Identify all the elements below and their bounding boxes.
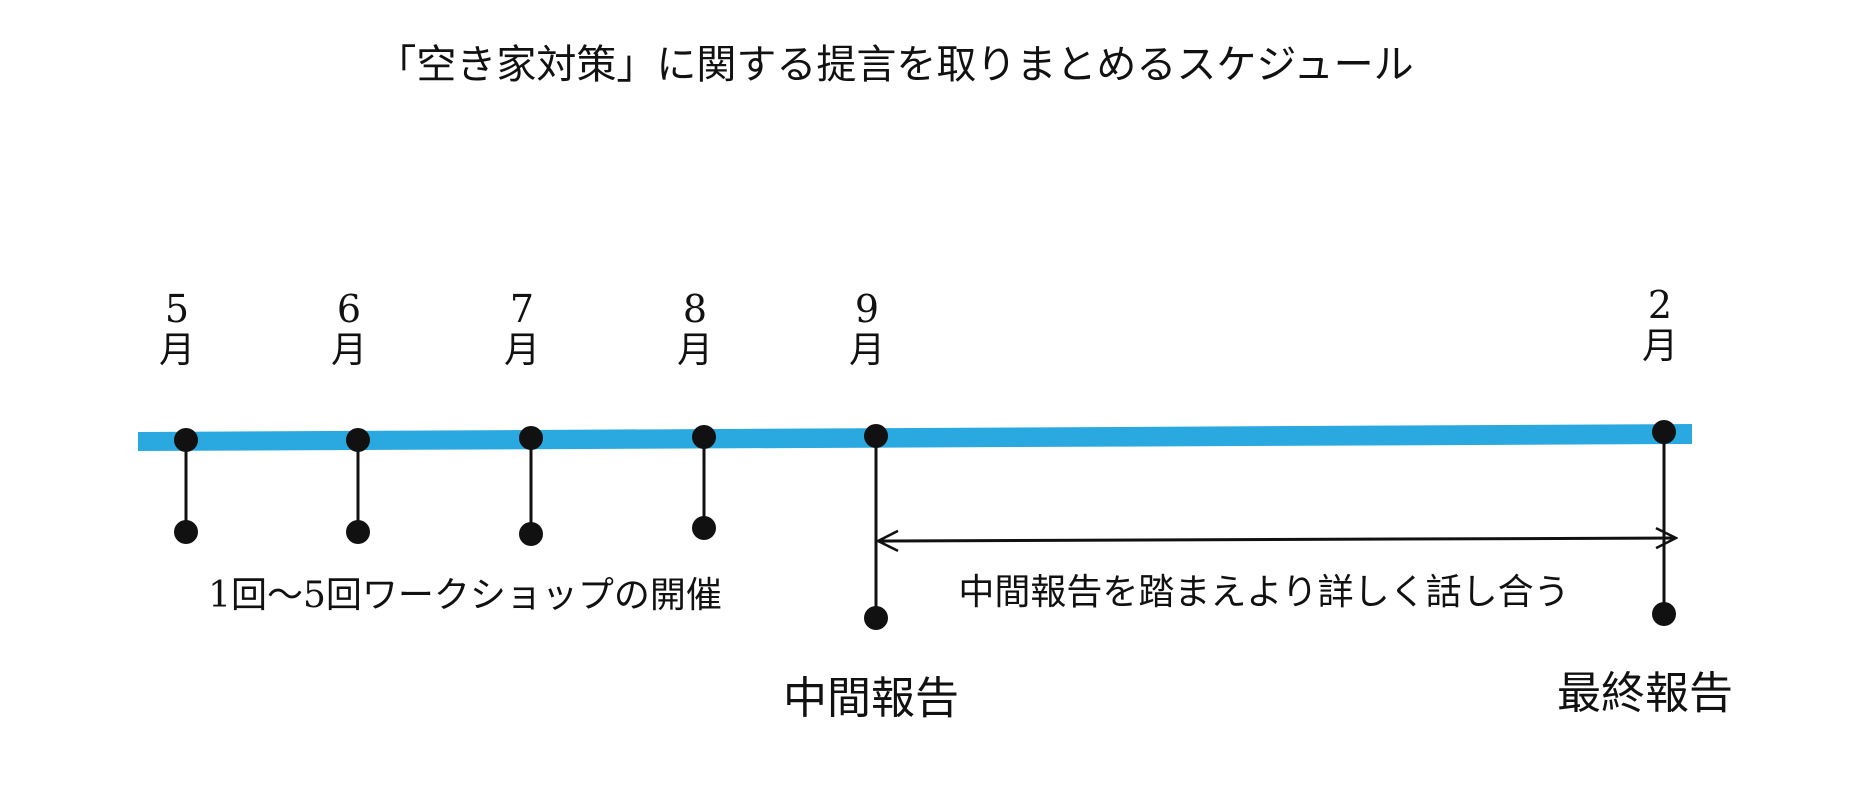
discussion-span-arrow (878, 538, 1676, 541)
month-label-august: 8 月 (677, 287, 713, 371)
month-number: 7 (510, 287, 534, 331)
month-label-september: 9 月 (849, 287, 885, 371)
final-report-tick (1652, 420, 1676, 626)
month-number: 6 (337, 287, 361, 331)
tick-bottom-dot (864, 606, 888, 630)
tick-bottom-dot (346, 520, 370, 544)
tick-bottom-dot (519, 522, 543, 546)
month-unit: 月 (331, 330, 367, 371)
tick-top-dot (1652, 420, 1676, 444)
timeline-bar (138, 424, 1692, 451)
month-label-may: 5 月 (159, 287, 195, 371)
final-report-label: 最終報告 (1557, 668, 1733, 719)
workshop-tick-august (692, 425, 716, 540)
month-label-june: 6 月 (331, 287, 367, 371)
tick-top-dot (519, 426, 543, 450)
interim-report-label: 中間報告 (783, 673, 959, 724)
month-unit: 月 (677, 330, 713, 371)
month-unit: 月 (159, 330, 195, 371)
month-number: 8 (683, 287, 707, 331)
month-label-july: 7 月 (504, 287, 540, 371)
month-label-february: 2 月 (1642, 283, 1678, 367)
workshop-tick-may (174, 428, 198, 544)
workshop-tick-june (346, 428, 370, 544)
month-unit: 月 (504, 330, 540, 371)
month-unit: 月 (849, 330, 885, 371)
tick-top-dot (346, 428, 370, 452)
discussion-label: 中間報告を踏まえより詳しく話し合う (958, 572, 1569, 613)
diagram-title: 「空き家対策」に関する提言を取りまとめるスケジュール (376, 42, 1413, 88)
tick-bottom-dot (1652, 602, 1676, 626)
tick-top-dot (692, 425, 716, 449)
workshop-tick-july (519, 426, 543, 546)
tick-bottom-dot (692, 516, 716, 540)
tick-top-dot (864, 424, 888, 448)
month-number: 2 (1648, 283, 1672, 327)
tick-bottom-dot (174, 520, 198, 544)
tick-top-dot (174, 428, 198, 452)
month-number: 9 (855, 287, 879, 331)
workshops-label: 1回～5回ワークショップの開催 (208, 575, 722, 616)
interim-report-tick (864, 424, 888, 630)
month-number: 5 (165, 287, 189, 331)
month-unit: 月 (1642, 326, 1678, 367)
